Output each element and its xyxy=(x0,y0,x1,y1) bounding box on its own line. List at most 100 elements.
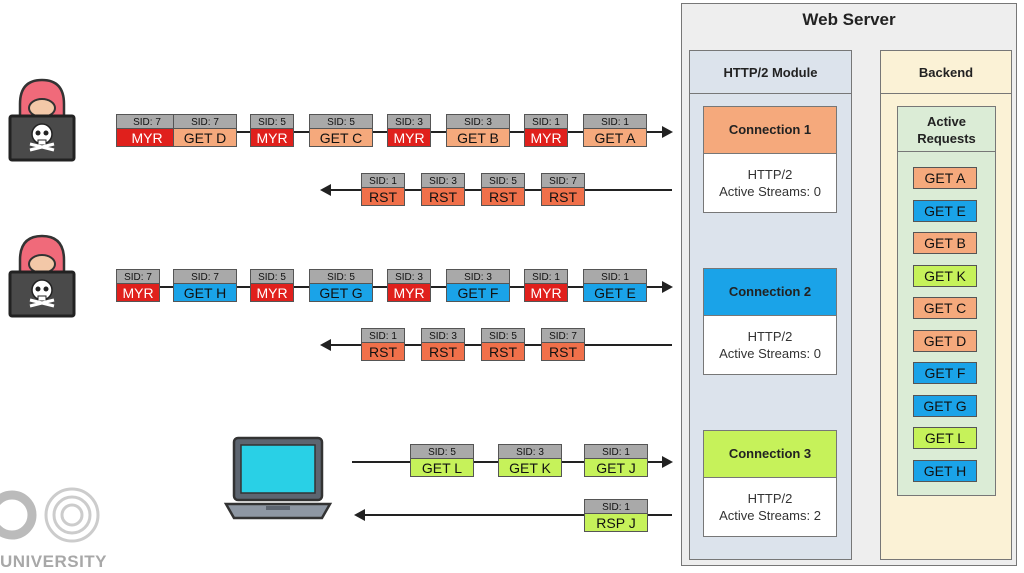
sid-label: SID: 5 xyxy=(309,269,373,284)
active-request: GET A xyxy=(913,167,977,189)
attacker-icon xyxy=(8,234,76,318)
frame-label: GET L xyxy=(410,459,474,477)
frame-label: GET G xyxy=(309,284,373,302)
arrow-head-icon xyxy=(320,339,331,351)
frame-label: RST xyxy=(421,343,465,361)
laptop-icon xyxy=(223,436,333,520)
sid-label: SID: 7 xyxy=(116,269,160,284)
connection-info: HTTP/2 Active Streams: 2 xyxy=(704,478,836,536)
frame-label: RST xyxy=(541,343,585,361)
frame-label: GET J xyxy=(584,459,648,477)
active-request: GET E xyxy=(913,200,977,222)
connection-protocol: HTTP/2 xyxy=(747,329,793,344)
watermark-logo xyxy=(0,487,100,543)
frame-label: MYR xyxy=(116,284,160,302)
sid-label: SID: 1 xyxy=(583,269,647,284)
connection-protocol: HTTP/2 xyxy=(747,491,793,506)
connection-streams: Active Streams: 0 xyxy=(719,346,821,361)
frame-label: MYR xyxy=(116,129,178,147)
frame-label: GET D xyxy=(173,129,237,147)
frame-label: RST xyxy=(481,188,525,206)
sid-label: SID: 3 xyxy=(446,114,510,129)
frame-label: GET A xyxy=(583,129,647,147)
divider xyxy=(881,93,1011,94)
arrow-head-icon xyxy=(662,126,673,138)
frame-label: RST xyxy=(421,188,465,206)
sid-label: SID: 3 xyxy=(446,269,510,284)
sid-label: SID: 5 xyxy=(250,269,294,284)
frame-label: RST xyxy=(361,343,405,361)
sid-label: SID: 1 xyxy=(584,444,648,459)
sid-label: SID: 3 xyxy=(387,114,431,129)
active-title-line: Requests xyxy=(917,131,976,146)
backend-title: Backend xyxy=(918,65,974,80)
frame-label: MYR xyxy=(387,129,431,147)
divider xyxy=(898,151,995,152)
sid-label: SID: 1 xyxy=(584,499,648,514)
frame-label: RST xyxy=(481,343,525,361)
connection-streams: Active Streams: 2 xyxy=(719,508,821,523)
connection-title: Connection 3 xyxy=(704,431,836,478)
connection-info: HTTP/2 Active Streams: 0 xyxy=(704,154,836,212)
active-request: GET K xyxy=(913,265,977,287)
sid-label: SID: 5 xyxy=(481,328,525,343)
sid-label: SID: 3 xyxy=(498,444,562,459)
active-request: GET D xyxy=(913,330,977,352)
sid-label: SID: 1 xyxy=(583,114,647,129)
frame-label: MYR xyxy=(250,129,294,147)
connection-info: HTTP/2 Active Streams: 0 xyxy=(704,316,836,374)
active-requests-box: Active Requests GET A GET E GET B GET K … xyxy=(897,106,996,496)
frame-label: RST xyxy=(541,188,585,206)
watermark-text: UNIVERSITY xyxy=(0,552,108,571)
frame-label: GET C xyxy=(309,129,373,147)
sid-label: SID: 3 xyxy=(421,328,465,343)
active-title-line: Active xyxy=(926,114,967,129)
connection-streams: Active Streams: 0 xyxy=(719,184,821,199)
sid-label: SID: 5 xyxy=(250,114,294,129)
arrow-head-icon xyxy=(662,281,673,293)
frame-label: GET F xyxy=(446,284,510,302)
frame-label: MYR xyxy=(524,284,568,302)
active-request: GET G xyxy=(913,395,977,417)
active-request: GET L xyxy=(913,427,977,449)
connection-title: Connection 1 xyxy=(704,107,836,154)
connection-3-box: Connection 3 HTTP/2 Active Streams: 2 xyxy=(703,430,837,537)
sid-label: SID: 1 xyxy=(361,173,405,188)
sid-label: SID: 5 xyxy=(481,173,525,188)
frame-label: RSP J xyxy=(584,514,648,532)
active-request: GET C xyxy=(913,297,977,319)
frame-label: RST xyxy=(361,188,405,206)
active-requests-title: Active Requests xyxy=(898,113,995,147)
frame-label: GET E xyxy=(583,284,647,302)
sid-label: SID: 5 xyxy=(309,114,373,129)
sid-label: SID: 7 xyxy=(173,269,237,284)
frame-label: MYR xyxy=(250,284,294,302)
active-request: GET B xyxy=(913,232,977,254)
frame-label: GET K xyxy=(498,459,562,477)
arrow-head-icon xyxy=(320,184,331,196)
arrow-head-icon xyxy=(354,509,365,521)
sid-label: SID: 7 xyxy=(541,328,585,343)
